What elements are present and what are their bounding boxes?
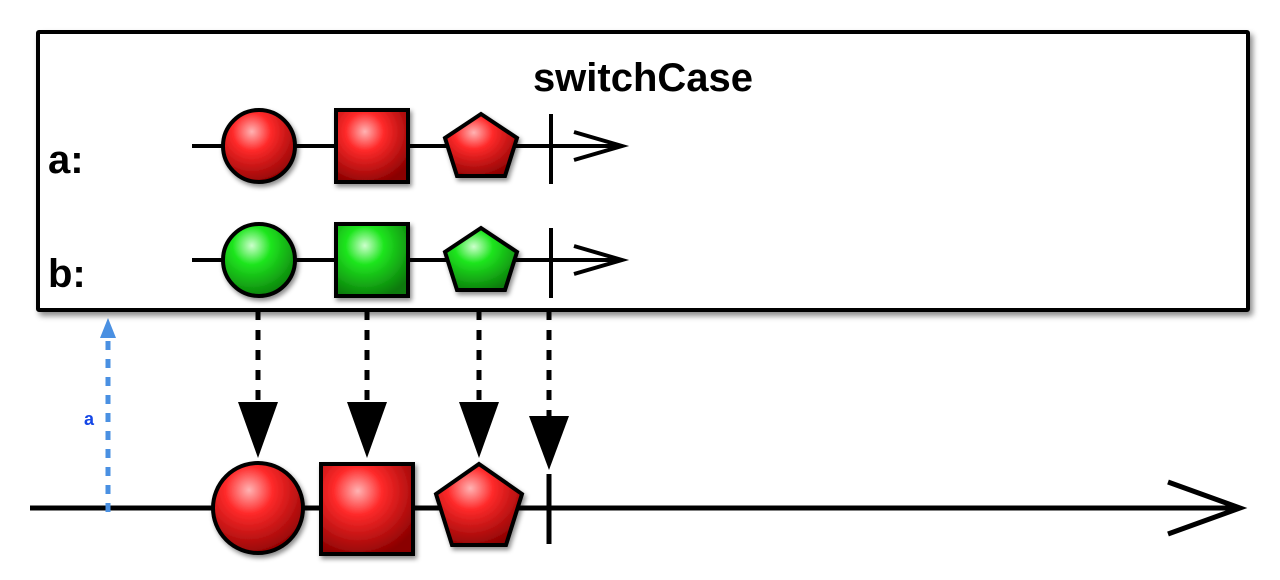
output-timeline — [30, 318, 1248, 556]
source-b-circle-marble — [221, 222, 297, 298]
output-square-marble — [319, 462, 415, 556]
source-a-circle-marble — [221, 108, 297, 184]
projection-arrows — [238, 310, 569, 470]
selector-arrow — [100, 318, 116, 512]
output-circle-marble — [211, 461, 305, 555]
case-label-a: a: — [48, 138, 84, 182]
source-b-timeline — [192, 222, 630, 298]
source-a-timeline — [192, 108, 630, 184]
source-b-arrowhead — [573, 244, 630, 276]
source-a-arrowhead — [573, 130, 630, 162]
source-a-square-marble — [334, 108, 410, 184]
case-label-b: b: — [48, 252, 86, 296]
output-pentagon-marble — [433, 461, 525, 547]
projection-arrow — [238, 310, 278, 458]
operator-box: switchCase a: b: — [36, 30, 1250, 312]
selector-label: a — [84, 409, 95, 429]
projection-arrow — [347, 310, 387, 458]
operator-title: switchCase — [532, 56, 754, 100]
source-b-square-marble — [334, 222, 410, 298]
projection-arrow — [459, 310, 499, 458]
source-timelines — [192, 108, 630, 298]
source-a-pentagon-marble — [442, 111, 520, 178]
source-b-pentagon-marble — [442, 225, 520, 292]
projection-arrow — [529, 310, 569, 470]
output-timeline-arrowhead — [1167, 479, 1248, 537]
